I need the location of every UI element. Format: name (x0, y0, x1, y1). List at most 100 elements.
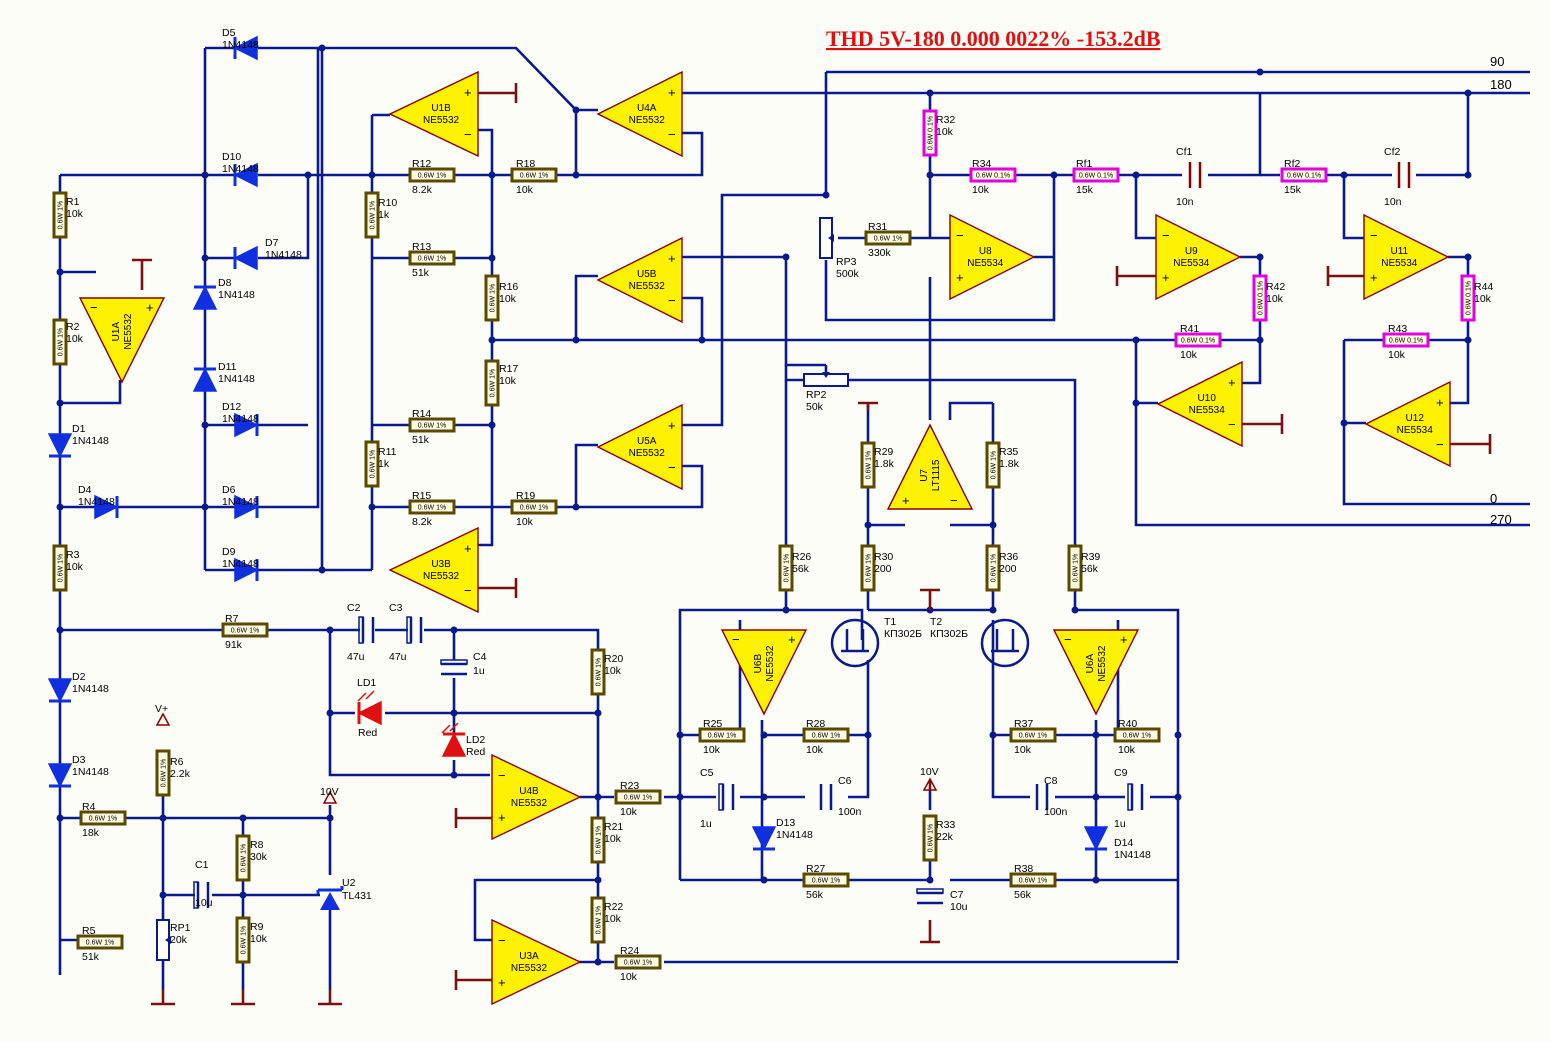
opamp-part: NE5532 (511, 963, 548, 974)
diode-value: 1N4148 (222, 496, 259, 508)
output-0: 0 (1490, 491, 1497, 506)
opamp-part: NE5532 (423, 115, 460, 126)
svg-text:+: + (1162, 270, 1170, 285)
svg-text:0.6W 0.1%: 0.6W 0.1% (1181, 338, 1215, 345)
resistor-ref: R13 (412, 241, 431, 253)
svg-text:−: − (668, 127, 676, 142)
svg-text:0.6W 0.1%: 0.6W 0.1% (1079, 173, 1113, 180)
svg-text:−: − (1228, 417, 1236, 432)
resistor-value: 10k (620, 806, 638, 818)
resistor-ref: R44 (1474, 281, 1493, 293)
svg-text:−: − (1436, 437, 1444, 452)
resistor-value: 10k (1014, 744, 1032, 756)
resistor-ref: R16 (499, 281, 518, 293)
svg-text:−: − (956, 228, 964, 243)
resistor-value: 10k (499, 375, 517, 387)
resistor-value: 10k (250, 933, 268, 945)
led-value: Red (358, 727, 377, 739)
resistor-ref: R2 (66, 321, 80, 333)
svg-text:−: − (1370, 228, 1378, 243)
resistor-ref: R5 (82, 925, 96, 937)
svg-text:0.6W 1%: 0.6W 1% (418, 256, 446, 263)
wires (58, 46, 1530, 990)
opamp-body (1155, 213, 1242, 301)
resistor-ref: R1 (66, 196, 80, 208)
opamp-body (949, 213, 1036, 301)
svg-text:0.6W 1%: 0.6W 1% (928, 824, 935, 852)
opamp-ref: U9 (1185, 246, 1198, 257)
resistor-value: 91k (225, 639, 243, 651)
svg-text:0.6W 0.1%: 0.6W 0.1% (1389, 338, 1423, 345)
opamp-body (886, 423, 974, 510)
opamp-part: NE5534 (967, 258, 1004, 269)
svg-text:0.6W 1%: 0.6W 1% (1073, 554, 1080, 582)
pot-value: 20k (170, 934, 188, 946)
diode-value: 1N4148 (218, 289, 255, 301)
svg-text:+: + (464, 85, 472, 100)
opamp-body (1363, 213, 1450, 301)
capacitor-ref: C5 (700, 767, 714, 779)
resistor-value: 15k (1076, 184, 1094, 196)
resistor-value: 15k (1284, 184, 1302, 196)
svg-text:+: + (668, 85, 676, 100)
svg-text:−: − (950, 493, 958, 508)
capacitor-ref: Cf1 (1176, 146, 1193, 158)
diode-ref: D10 (222, 151, 241, 163)
svg-text:0.6W 1%: 0.6W 1% (866, 451, 873, 479)
diode-ref: D14 (1114, 837, 1133, 849)
resistor-ref: R19 (516, 490, 535, 502)
capacitor-value: 10n (1176, 196, 1194, 208)
diode-ref: D5 (222, 27, 236, 39)
svg-text:0.6W 1%: 0.6W 1% (1019, 878, 1047, 885)
led-ref: LD1 (357, 677, 376, 689)
pot-value: 500k (836, 268, 860, 280)
diode-ref: D3 (72, 754, 86, 766)
opamp-ref: U11 (1390, 246, 1408, 257)
opamp-part: NE5532 (629, 115, 666, 126)
resistor-ref: R21 (604, 821, 623, 833)
output-90: 90 (1490, 54, 1504, 69)
resistor-value: 10k (604, 913, 622, 925)
resistor-value: 10k (1118, 744, 1136, 756)
svg-text:0.6W 1%: 0.6W 1% (241, 926, 248, 954)
svg-text:0.6W 1%: 0.6W 1% (58, 201, 65, 229)
output-180: 180 (1490, 77, 1512, 92)
capacitor-value: 1u (473, 665, 485, 677)
svg-text:+: + (498, 975, 506, 990)
vplus-label: V+ (155, 703, 168, 715)
resistor-ref: R26 (792, 551, 811, 563)
resistor-value: 10k (516, 516, 534, 528)
svg-text:0.6W 1%: 0.6W 1% (1019, 733, 1047, 740)
output-labels: 90 180 0 270 (1490, 54, 1512, 527)
opamp-body (596, 70, 683, 158)
resistor-value: 200 (874, 563, 892, 575)
resistor-ref: R7 (225, 613, 239, 625)
diode-ref: D2 (72, 671, 86, 683)
power-labels: V+ 10V 10V (155, 703, 939, 804)
opamp-ref: U6B (753, 654, 764, 674)
